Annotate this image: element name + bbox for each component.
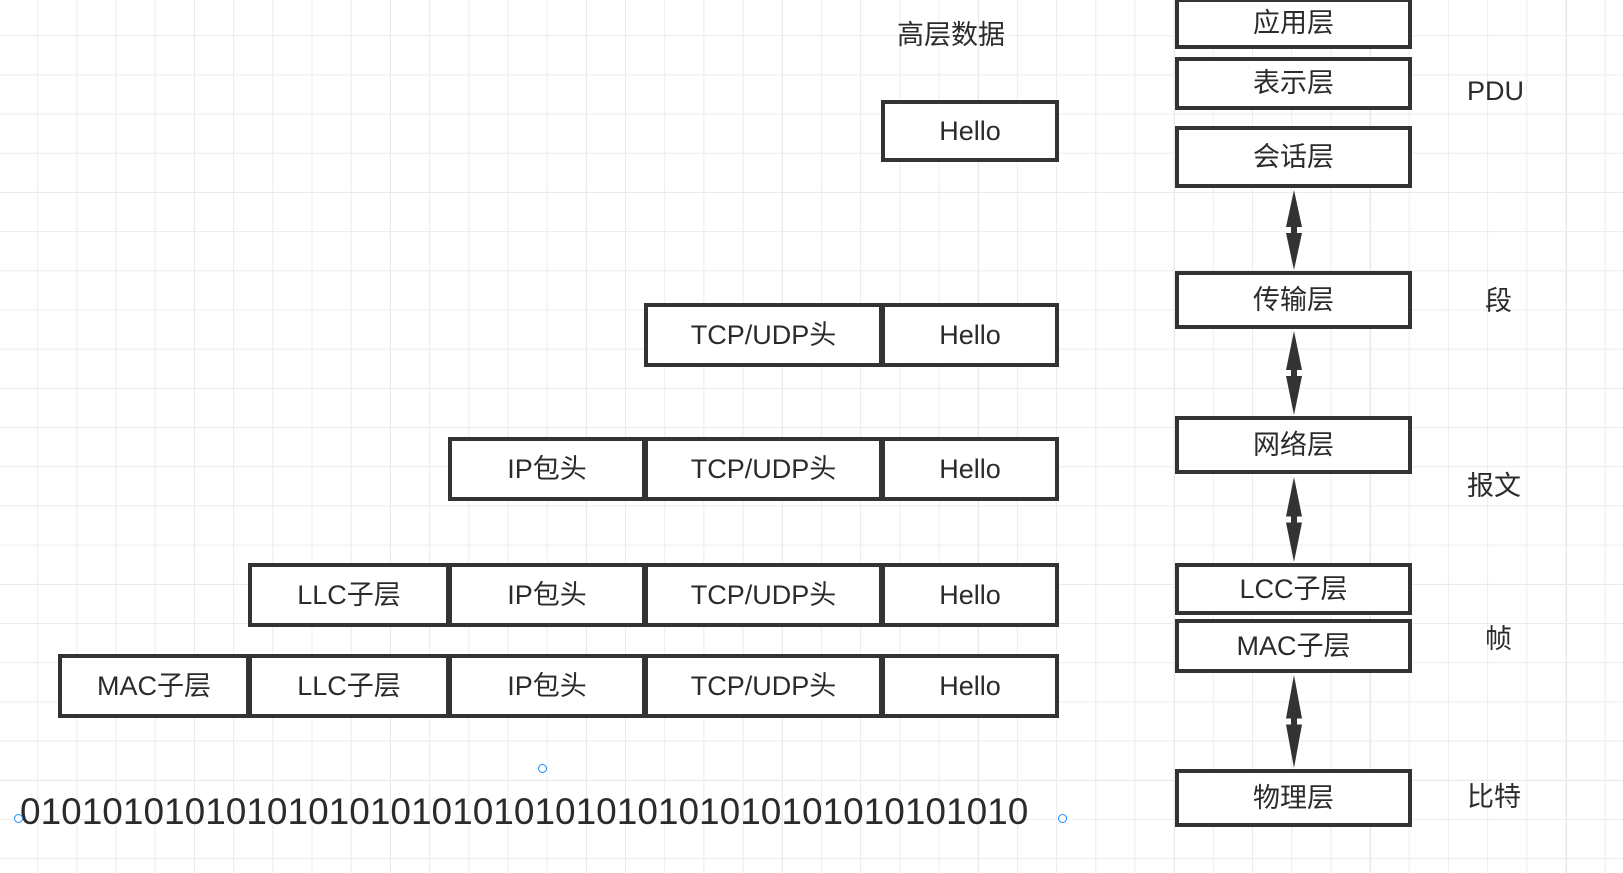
mac-physical-arrow <box>1286 675 1302 768</box>
bitstream-handle-right[interactable] <box>1058 814 1067 823</box>
mac-frame-cell[interactable]: Hello <box>881 654 1059 718</box>
frame-label: 帧 <box>1485 624 1512 654</box>
network-packet-cell[interactable]: Hello <box>881 437 1059 501</box>
application-layer[interactable]: 应用层 <box>1175 0 1412 49</box>
pdu-label: PDU <box>1467 76 1525 106</box>
segment-label: 段 <box>1485 286 1512 316</box>
llc-frame-cell[interactable]: TCP/UDP头 <box>644 563 883 627</box>
llc-frame-cell[interactable]: LLC子层 <box>248 563 450 627</box>
bitstream-handle-left[interactable] <box>14 814 23 823</box>
presentation-layer[interactable]: 表示层 <box>1175 57 1412 110</box>
mac-frame-cell[interactable]: LLC子层 <box>248 654 450 718</box>
mac-frame-cell[interactable]: IP包头 <box>448 654 646 718</box>
bitstream-text: 0101010101010101010101010101010101010101… <box>20 791 1029 832</box>
bitstream-handle-mid[interactable] <box>538 764 547 773</box>
packet-label: 报文 <box>1467 471 1521 501</box>
session-transport-arrow <box>1286 190 1302 270</box>
session-layer[interactable]: 会话层 <box>1175 126 1412 188</box>
llc-frame-cell[interactable]: IP包头 <box>448 563 646 627</box>
application-data-cell[interactable]: Hello <box>881 100 1059 162</box>
network-packet-cell[interactable]: IP包头 <box>448 437 646 501</box>
physical-layer[interactable]: 物理层 <box>1175 769 1412 827</box>
high-layer-data-label: 高层数据 <box>897 20 1005 50</box>
llc-frame-cell[interactable]: Hello <box>881 563 1059 627</box>
network-layer[interactable]: 网络层 <box>1175 416 1412 474</box>
mac-frame-cell[interactable]: TCP/UDP头 <box>644 654 883 718</box>
mac-frame-cell[interactable]: MAC子层 <box>58 654 250 718</box>
transport-layer[interactable]: 传输层 <box>1175 271 1412 329</box>
transport-segment-cell[interactable]: TCP/UDP头 <box>644 303 883 367</box>
transport-segment-cell[interactable]: Hello <box>881 303 1059 367</box>
llc-sublayer[interactable]: LCC子层 <box>1175 563 1412 615</box>
bit-label: 比特 <box>1467 782 1521 812</box>
network-llc-arrow <box>1286 477 1302 562</box>
network-packet-cell[interactable]: TCP/UDP头 <box>644 437 883 501</box>
transport-network-arrow <box>1286 331 1302 415</box>
mac-sublayer[interactable]: MAC子层 <box>1175 619 1412 673</box>
